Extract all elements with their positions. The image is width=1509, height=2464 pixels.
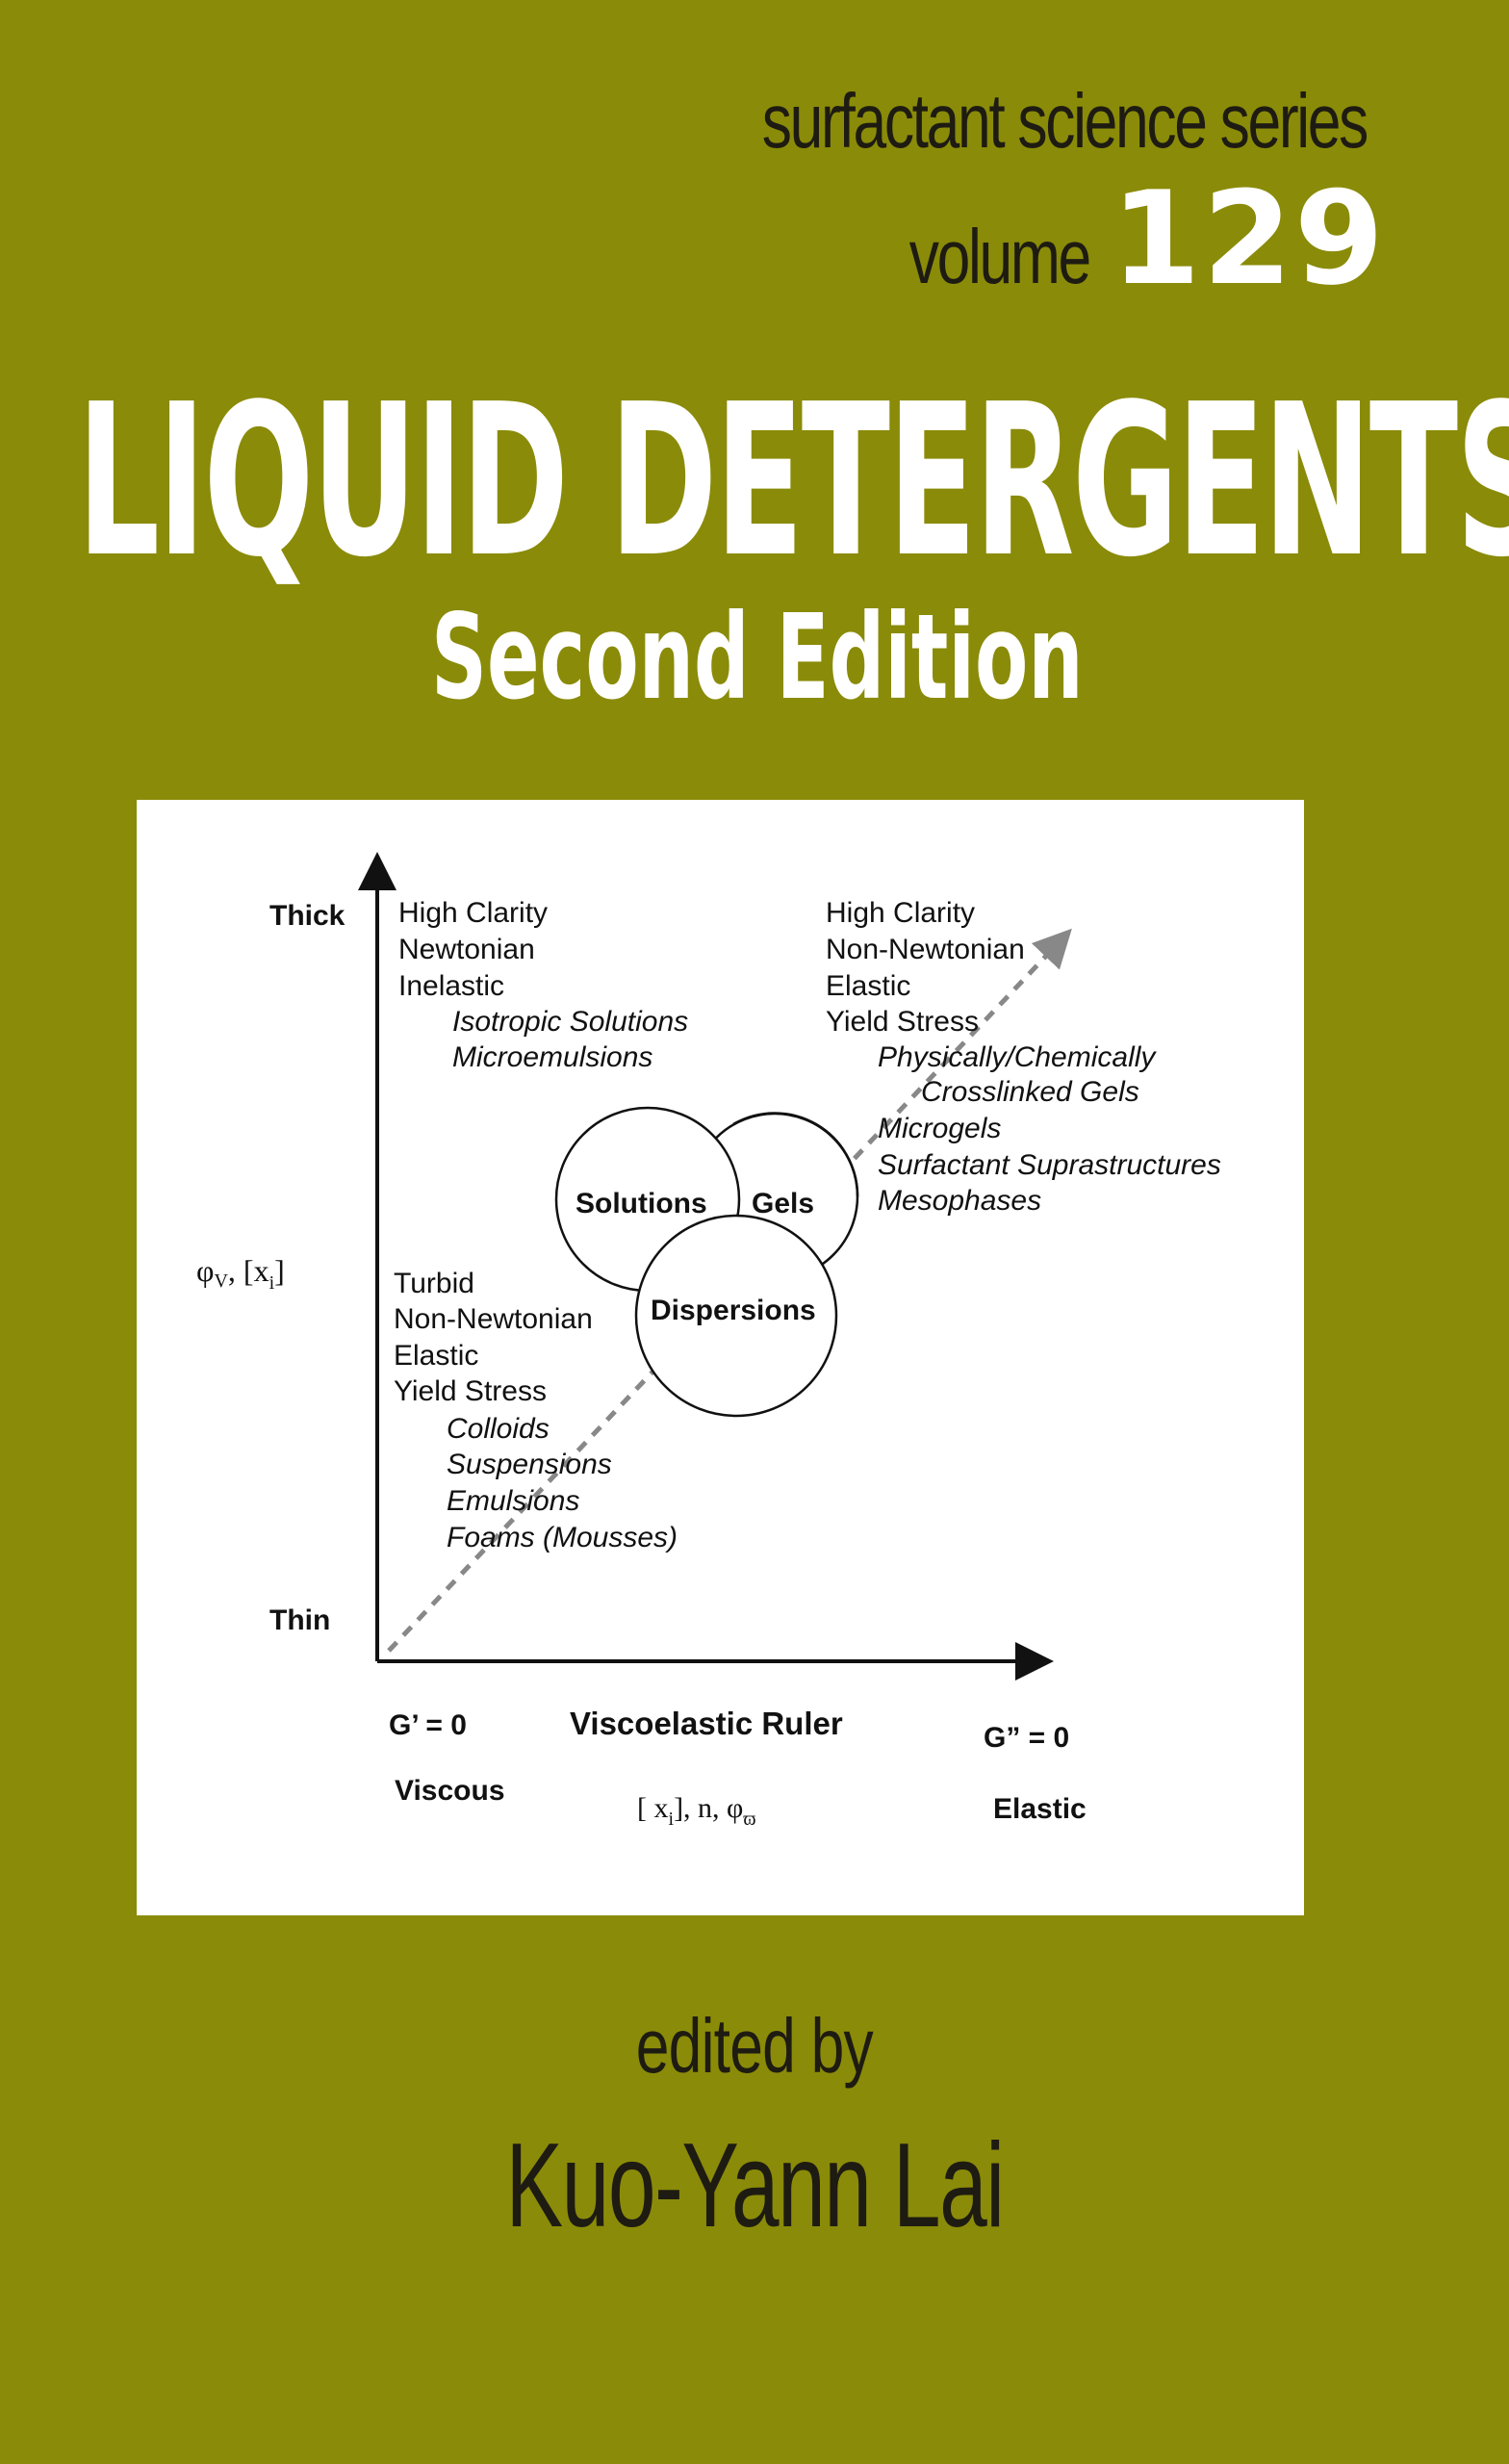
tr-example-5: Mesophases <box>878 1185 1041 1217</box>
tr-example-2: Crosslinked Gels <box>921 1076 1139 1108</box>
tl-line-3: Inelastic <box>398 970 504 1002</box>
tl-example-2: Microemulsions <box>452 1041 652 1073</box>
bl-example-4: Foams (Mousses) <box>447 1522 678 1553</box>
tr-line-1: High Clarity <box>826 897 975 929</box>
bl-line-1: Turbid <box>394 1268 474 1299</box>
tr-example-4: Surfactant Suprastructures <box>878 1149 1221 1181</box>
edition-subtitle: Second Edition <box>431 589 1084 726</box>
tl-line-1: High Clarity <box>398 897 548 929</box>
bl-line-4: Yield Stress <box>394 1375 547 1407</box>
tr-line-3: Elastic <box>826 970 910 1002</box>
series-name: surfactant science series <box>761 78 1369 164</box>
x-label-viscoelastic-ruler: Viscoelastic Ruler <box>570 1706 843 1741</box>
tr-line-4: Yield Stress <box>826 1006 979 1038</box>
bl-line-2: Non-Newtonian <box>394 1303 593 1335</box>
tr-example-1: Physically/Chemically <box>878 1041 1157 1073</box>
circle-label-gels: Gels <box>752 1188 814 1219</box>
circle-label-dispersions: Dispersions <box>651 1295 816 1326</box>
gels-overlap-arc <box>732 1112 859 1197</box>
bl-example-1: Colloids <box>447 1413 550 1445</box>
editor-name: Kuo-Yann Lai <box>505 2119 1005 2252</box>
tl-example-1: Isotropic Solutions <box>452 1006 688 1038</box>
y-label-thin: Thin <box>269 1604 330 1636</box>
dispersions-circle <box>634 1214 838 1418</box>
bl-example-2: Suspensions <box>447 1449 612 1480</box>
y-label-phi: φV, [xi] <box>196 1253 285 1294</box>
x-label-parameters: [ xi], n, φϖ <box>637 1792 756 1830</box>
volume-number: 129 <box>1111 164 1386 314</box>
x-label-elastic: Elastic <box>993 1793 1087 1825</box>
tl-line-2: Newtonian <box>398 934 535 965</box>
volume-row: volume 129 <box>858 164 1386 314</box>
figure-panel: Solutions Gels Dispersions Thick φV, [xi… <box>137 800 1304 1915</box>
tr-example-3: Microgels <box>878 1113 1001 1144</box>
y-label-thick: Thick <box>269 900 345 932</box>
bl-example-3: Emulsions <box>447 1485 579 1517</box>
x-label-viscous: Viscous <box>395 1775 505 1807</box>
volume-label: volume <box>909 214 1091 299</box>
book-title: LIQUID DETERGENTS <box>77 360 1509 603</box>
tr-line-2: Non-Newtonian <box>826 934 1025 965</box>
bl-line-3: Elastic <box>394 1340 478 1372</box>
x-label-g-prime: G’ = 0 <box>389 1709 467 1741</box>
edited-by-label: edited by <box>635 2003 874 2089</box>
viscoelastic-diagram: Solutions Gels Dispersions Thick φV, [xi… <box>196 852 1221 1830</box>
x-label-g-double-prime: G” = 0 <box>984 1722 1069 1754</box>
circle-label-solutions: Solutions <box>575 1188 707 1219</box>
